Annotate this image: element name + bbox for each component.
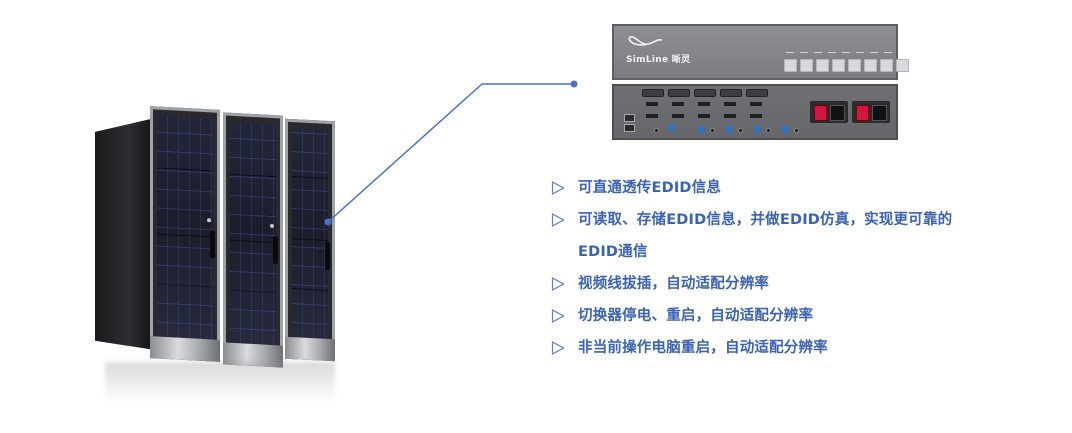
usb-port bbox=[754, 126, 760, 133]
usb-port bbox=[782, 126, 788, 133]
feature-item: 非当前操作电脑重启，自动适配分辨率 bbox=[551, 338, 1051, 370]
vga-port bbox=[746, 89, 768, 97]
panel-button bbox=[832, 59, 845, 72]
feature-text: EDID通信 bbox=[578, 244, 648, 260]
usb-port bbox=[726, 126, 732, 133]
power-socket bbox=[872, 105, 887, 121]
feature-text: 可读取、存储EDID信息，并做EDID仿真，实现更可靠的 bbox=[578, 212, 953, 228]
hdmi-port bbox=[672, 114, 684, 118]
panel-button bbox=[896, 59, 909, 72]
power-module bbox=[810, 101, 848, 123]
hdmi-port bbox=[750, 114, 762, 118]
power-module bbox=[852, 101, 890, 123]
panel-button bbox=[864, 59, 877, 72]
hdmi-port bbox=[646, 102, 658, 106]
feature-item: 可直通透传EDID信息 bbox=[551, 178, 1051, 210]
feature-item: 视频线拔插，自动适配分辨率 bbox=[551, 274, 1051, 306]
door-handle bbox=[210, 230, 215, 259]
triangle-right-icon bbox=[551, 181, 565, 195]
hdmi-port bbox=[750, 102, 762, 106]
vga-port bbox=[720, 89, 742, 97]
ethernet-port bbox=[624, 124, 635, 132]
floor-reflection bbox=[105, 362, 335, 402]
hdmi-port bbox=[724, 114, 736, 118]
vga-port bbox=[694, 89, 716, 97]
lock-icon bbox=[270, 223, 274, 229]
server-rack bbox=[223, 112, 283, 368]
power-switch bbox=[856, 105, 869, 121]
connector-dot-end bbox=[570, 80, 578, 88]
triangle-right-icon bbox=[551, 277, 565, 291]
lock-icon bbox=[207, 218, 211, 223]
server-racks-image bbox=[95, 100, 335, 402]
hdmi-port bbox=[724, 102, 736, 106]
device-rear-panel bbox=[612, 84, 898, 140]
panel-button bbox=[784, 59, 797, 72]
hdmi-port bbox=[698, 102, 710, 106]
hdmi-port bbox=[698, 114, 710, 118]
brand-logo-icon bbox=[628, 36, 663, 46]
panel-button bbox=[800, 59, 813, 72]
panel-button bbox=[848, 59, 861, 72]
panel-button bbox=[880, 59, 893, 72]
feature-text: 非当前操作电脑重启，自动适配分辨率 bbox=[578, 340, 828, 356]
feature-item: 可读取、存储EDID信息，并做EDID仿真，实现更可靠的 bbox=[551, 210, 1051, 242]
feature-text: 可直通透传EDID信息 bbox=[578, 180, 722, 196]
kvm-device-image: SimLine 晰灵 bbox=[612, 24, 909, 140]
power-switch bbox=[814, 105, 827, 121]
feature-text: 切换器停电、重启，自动适配分辨率 bbox=[578, 308, 814, 324]
hdmi-port bbox=[646, 114, 658, 118]
door-handle bbox=[273, 236, 278, 265]
device-front-panel: SimLine 晰灵 bbox=[612, 24, 909, 80]
ethernet-port bbox=[624, 114, 635, 122]
usb-port bbox=[668, 124, 674, 131]
vga-port bbox=[642, 89, 664, 97]
server-rack bbox=[150, 106, 220, 362]
power-socket bbox=[830, 105, 845, 121]
feature-list: 可直通透传EDID信息 可读取、存储EDID信息，并做EDID仿真，实现更可靠的… bbox=[551, 178, 1051, 370]
hdmi-port bbox=[672, 102, 684, 106]
triangle-right-icon bbox=[551, 213, 565, 227]
feature-item: 切换器停电、重启，自动适配分辨率 bbox=[551, 306, 1051, 338]
front-button-row bbox=[784, 59, 909, 72]
vga-port bbox=[668, 89, 690, 97]
rack-side-panel bbox=[95, 118, 155, 350]
triangle-right-icon bbox=[551, 341, 565, 355]
feature-text: 视频线拔插，自动适配分辨率 bbox=[578, 276, 770, 292]
panel-button bbox=[816, 59, 829, 72]
brand-logo-text: SimLine 晰灵 bbox=[626, 55, 691, 65]
triangle-right-icon bbox=[551, 309, 565, 323]
feature-item-continuation: EDID通信 bbox=[551, 242, 1051, 274]
server-rack bbox=[285, 118, 335, 362]
door-handle bbox=[325, 241, 330, 271]
usb-port bbox=[698, 126, 704, 133]
